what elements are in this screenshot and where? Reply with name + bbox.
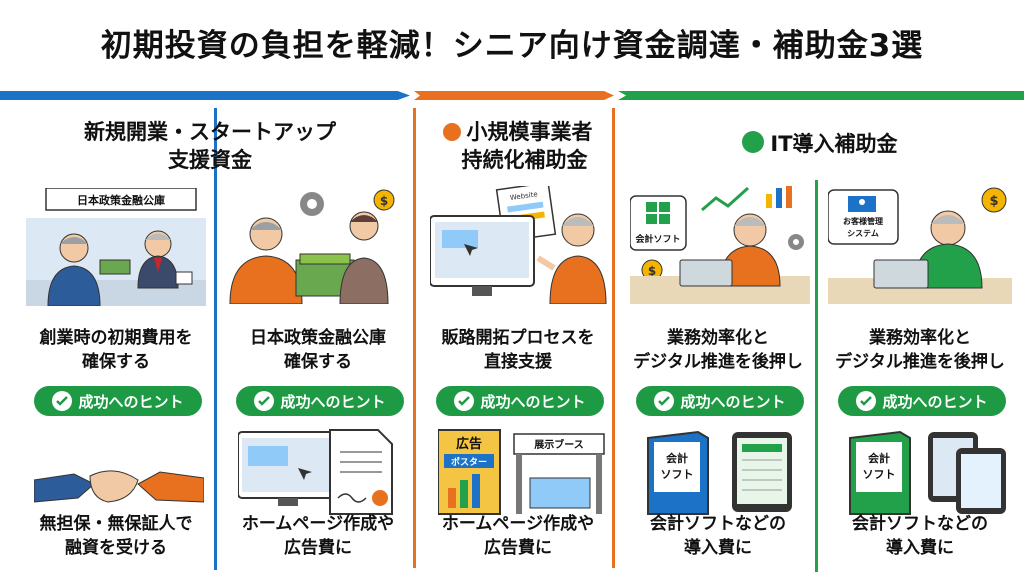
system-label-2: システム <box>847 229 879 238</box>
column-4-desc: 業務効率化と デジタル推進を後押し <box>618 326 818 374</box>
startup-header: 新規開業・スタートアップ 支援資金 <box>30 118 390 174</box>
column-2-desc-line1: 日本政策金融公庫 <box>250 328 386 348</box>
green-dot-icon <box>742 131 765 153</box>
column-2-hint-badge: 成功へのヒント <box>236 386 404 416</box>
column-2-desc: 日本政策金融公庫 確保する <box>218 326 418 374</box>
column-2-desc-line2: 確保する <box>284 352 352 372</box>
small-business-header: 小規模事業者 持続化補助金 <box>420 118 615 174</box>
software-bubble-label: 会計ソフト <box>635 233 680 245</box>
column-5-desc2-line1: 会計ソフトなどの <box>852 514 988 534</box>
hint-label: 成功へのヒント <box>480 392 586 411</box>
column-1-desc2: 無担保・無保証人で 融資を受ける <box>16 512 216 560</box>
column-2-desc2-line2: 広告費に <box>284 538 352 558</box>
blue-arrow-bar <box>0 91 410 100</box>
handshake-illustration <box>33 440 205 522</box>
check-icon <box>454 391 475 411</box>
booth-sign: 展示ブース <box>534 438 584 451</box>
divider-orange-right <box>612 108 615 568</box>
software-box-tablet-illustration: 会計 ソフト <box>642 428 812 518</box>
hint-label: 成功へのヒント <box>280 392 386 411</box>
divider-orange-left <box>413 108 416 568</box>
column-1-desc2-line2: 融資を受ける <box>65 538 167 558</box>
small-header-line1: 小規模事業者 <box>466 120 593 144</box>
column-1-desc-line2: 確保する <box>82 352 150 372</box>
box-label-2: ソフト <box>661 468 694 481</box>
bank-loan-illustration: 日本政策金融公庫 <box>26 187 206 307</box>
poster-booth-illustration: 広告 ポスター 展示ブース <box>437 428 608 518</box>
svg-text:$: $ <box>380 194 388 208</box>
check-icon <box>856 391 877 411</box>
hint-label: 成功へのヒント <box>78 392 184 411</box>
column-4-desc2: 会計ソフトなどの 導入費に <box>618 512 818 560</box>
it-header: IT導入補助金 <box>640 130 1000 158</box>
svg-text:$: $ <box>648 264 656 278</box>
hint-label: 成功へのヒント <box>882 392 988 411</box>
column-4-desc-line1: 業務効率化と <box>667 328 769 348</box>
small-header-line2: 持続化補助金 <box>461 148 588 172</box>
box-label-1: 会計 <box>868 451 890 465</box>
cash-illustration: $ <box>226 186 414 305</box>
startup-header-line2: 支援資金 <box>168 148 252 172</box>
column-5-hint-badge: 成功へのヒント <box>838 386 1006 416</box>
divider-green <box>815 180 818 572</box>
color-bars <box>0 88 1024 102</box>
column-3-desc2: ホームページ作成や 広告費に <box>418 512 618 560</box>
column-2-desc2-line1: ホームページ作成や <box>241 514 395 534</box>
column-4-desc2-line1: 会計ソフトなどの <box>650 514 786 534</box>
column-5-desc: 業務効率化と デジタル推進を後押し <box>820 326 1020 374</box>
box-label-2: ソフト <box>863 468 896 481</box>
it-header-text: IT導入補助金 <box>770 132 898 156</box>
accounting-software-illustration: 会計ソフト $ <box>629 182 810 304</box>
page-title: 初期投資の負担を軽減！シニア向け資金調達・補助金3選 <box>100 28 924 64</box>
column-3-desc2-line1: ホームページ作成や <box>441 514 595 534</box>
website-support-illustration: Website <box>429 181 610 305</box>
orange-arrow-bar <box>414 91 614 100</box>
column-4-desc-line2: デジタル推進を後押し <box>633 352 803 372</box>
check-icon <box>254 391 275 411</box>
check-icon <box>654 391 675 411</box>
column-3-desc-line2: 直接支援 <box>484 352 552 372</box>
column-3-desc-line1: 販路開拓プロセスを <box>441 328 595 348</box>
homepage-document-illustration <box>237 428 408 518</box>
svg-text:$: $ <box>989 194 998 209</box>
website-label: Website <box>509 190 538 202</box>
column-5-desc2: 会計ソフトなどの 導入費に <box>820 512 1020 560</box>
orange-dot-icon <box>442 123 461 141</box>
column-3-desc2-line2: 広告費に <box>484 538 552 558</box>
column-1-desc-line1: 創業時の初期費用を <box>39 328 193 348</box>
customer-system-illustration: お客様管理 システム $ <box>827 186 1012 304</box>
column-1-desc: 創業時の初期費用を 確保する <box>16 326 216 374</box>
column-4-hint-badge: 成功へのヒント <box>636 386 804 416</box>
box-label-1: 会計 <box>666 451 688 465</box>
bank-sign: 日本政策金融公庫 <box>77 193 165 207</box>
hint-label: 成功へのヒント <box>680 392 786 411</box>
column-5-desc2-line2: 導入費に <box>886 538 954 558</box>
poster-subtitle: ポスター <box>451 456 487 468</box>
column-3-desc: 販路開拓プロセスを 直接支援 <box>418 326 618 374</box>
software-box-devices-illustration: 会計 ソフト <box>844 428 1014 518</box>
poster-title: 広告 <box>456 436 482 452</box>
column-1-hint-badge: 成功へのヒント <box>34 386 202 416</box>
column-3-hint-badge: 成功へのヒント <box>436 386 604 416</box>
green-arrow-bar <box>618 91 1024 100</box>
column-4-desc2-line2: 導入費に <box>684 538 752 558</box>
startup-header-line1: 新規開業・スタートアップ <box>84 120 336 144</box>
column-1-desc2-line1: 無担保・無保証人で <box>39 514 193 534</box>
column-5-desc-line1: 業務効率化と <box>869 328 971 348</box>
check-icon <box>52 391 73 411</box>
system-label-1: お客様管理 <box>843 216 883 226</box>
column-2-desc2: ホームページ作成や 広告費に <box>218 512 418 560</box>
column-5-desc-line2: デジタル推進を後押し <box>835 352 1005 372</box>
divider-blue <box>214 108 217 570</box>
